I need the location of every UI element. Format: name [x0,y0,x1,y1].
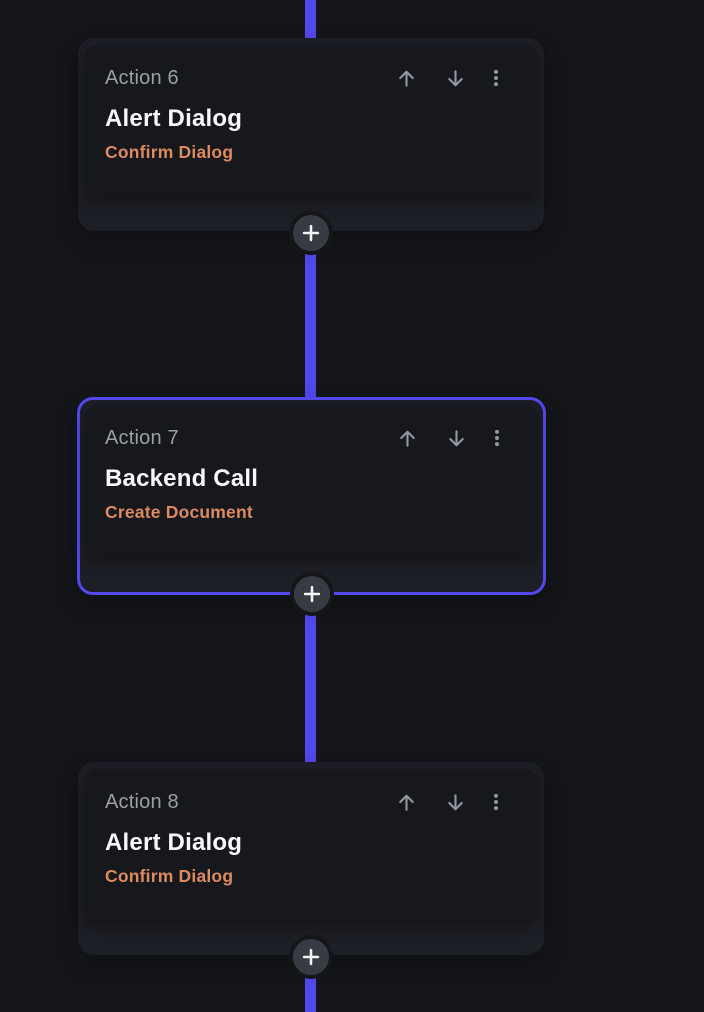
action-card-body: Action 8 Alert Dialog Confirm Dialog [85,769,537,920]
arrow-up-icon[interactable] [395,67,418,90]
action-card[interactable]: Action 8 Alert Dialog Confirm Dialog [78,762,544,979]
plus-icon [301,583,323,605]
action-card-body: Action 7 Backend Call Create Document [85,405,538,556]
action-label: Action 6 [105,67,179,89]
arrow-down-icon[interactable] [445,427,468,450]
add-action-button[interactable] [289,211,333,255]
action-card-body: Action 6 Alert Dialog Confirm Dialog [85,45,537,196]
action-toolbar [395,791,507,814]
action-title: Alert Dialog [105,105,243,132]
action-card[interactable]: Action 6 Alert Dialog Confirm Dialog [78,38,544,255]
arrow-up-icon[interactable] [395,791,418,814]
action-label: Action 8 [105,791,179,813]
arrow-up-icon[interactable] [396,427,419,450]
action-subtitle: Confirm Dialog [105,142,234,162]
add-action-button[interactable] [289,935,333,979]
action-subtitle: Create Document [105,502,253,522]
action-toolbar [396,427,508,450]
kebab-menu-icon[interactable] [485,67,507,89]
action-subtitle: Confirm Dialog [105,866,234,886]
action-toolbar [395,67,507,90]
kebab-menu-icon[interactable] [485,791,507,813]
action-label: Action 7 [105,427,179,449]
arrow-down-icon[interactable] [444,67,467,90]
arrow-down-icon[interactable] [444,791,467,814]
plus-icon [300,946,322,968]
kebab-menu-icon[interactable] [486,427,508,449]
add-action-button[interactable] [289,572,334,616]
action-title: Alert Dialog [105,829,243,856]
action-title: Backend Call [105,465,259,492]
plus-icon [300,222,322,244]
action-card[interactable]: Action 7 Backend Call Create Document [77,397,546,616]
